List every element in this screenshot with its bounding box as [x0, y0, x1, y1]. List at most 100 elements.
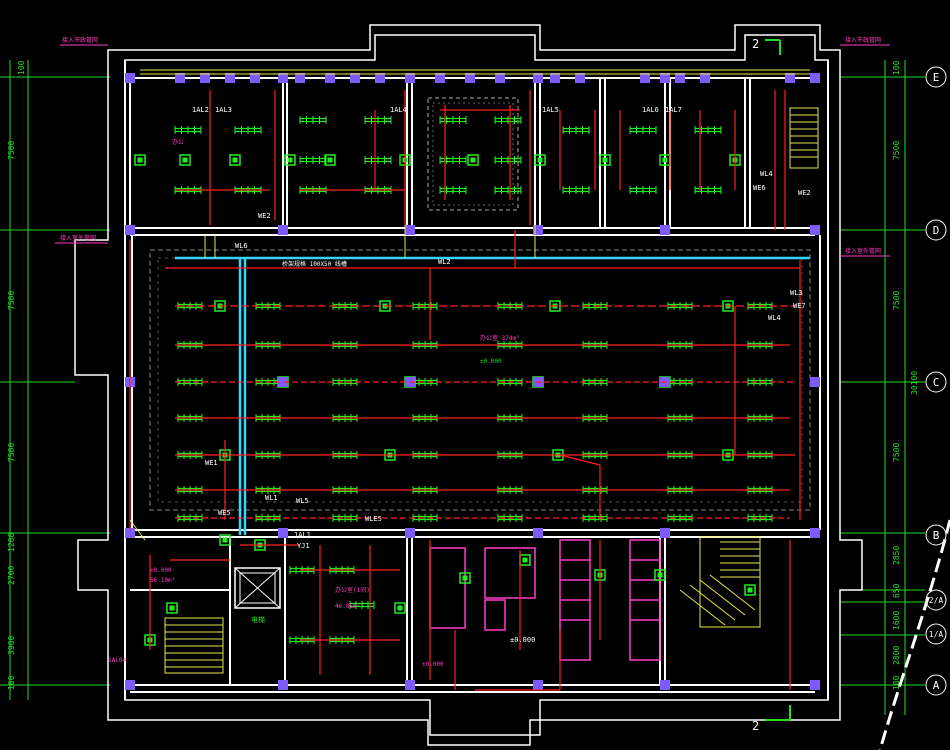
- structural-column: [575, 73, 585, 83]
- hall-name: 办公室 374m²: [480, 334, 520, 342]
- room-level-small: ±0.000: [150, 567, 172, 574]
- hall-level: ±0.000: [480, 358, 502, 365]
- right-dim-2: 7500: [892, 291, 901, 310]
- structural-column: [225, 73, 235, 83]
- tag-we1: WE1: [205, 459, 218, 467]
- tag-wl1: WL1: [265, 494, 278, 502]
- square-light-fixture: [219, 534, 231, 546]
- linear-light-fixture: [629, 186, 657, 194]
- tag-1al7: 1AL7: [665, 106, 682, 114]
- structural-column: [278, 528, 288, 538]
- linear-light-fixture: [439, 156, 467, 164]
- tag-1al6: 1AL6: [642, 106, 659, 114]
- structural-column: [278, 225, 288, 235]
- right-dim-5: 2850: [892, 546, 901, 565]
- linear-light-fixture: [494, 116, 522, 124]
- linear-light-fixture: [667, 414, 693, 422]
- tag-stair-wl4: WL4: [760, 170, 773, 178]
- right-dimension-chain: 100 7500 7500 30100 7500 2850 650 1600 2…: [884, 60, 919, 715]
- tag-1al4: 1AL4: [390, 106, 407, 114]
- axis-bubble-D: D: [925, 219, 947, 241]
- linear-light-fixture: [494, 156, 522, 164]
- structural-column: [278, 680, 288, 690]
- right-dim-9: 100: [892, 675, 901, 690]
- structural-column: [465, 73, 475, 83]
- left-dim-6: 3900: [7, 636, 16, 655]
- right-dim-0: 100: [892, 60, 901, 75]
- square-light-fixture: [284, 154, 296, 166]
- svg-text:E: E: [933, 71, 940, 84]
- elevator-shaft: 电梯: [234, 567, 281, 624]
- structural-column: [810, 528, 820, 538]
- square-light-fixture: [166, 602, 178, 614]
- structural-column: [278, 73, 288, 83]
- square-light-fixture: [654, 569, 666, 581]
- linear-light-fixture: [497, 486, 523, 494]
- structural-column: [125, 225, 135, 235]
- svg-text:2/A: 2/A: [929, 596, 944, 605]
- stair-well-dashed: [427, 97, 519, 211]
- structural-column: [295, 73, 305, 83]
- circuit-labels: 1AL2 1AL3 1AL4 1AL5 1AL6 1AL7 WE2 WL6 WL…: [108, 106, 811, 668]
- linear-light-fixture: [289, 636, 315, 644]
- structural-column: [405, 680, 415, 690]
- square-light-fixture: [394, 602, 406, 614]
- structural-column: [810, 225, 820, 235]
- tag-yj1: YJ1: [297, 542, 310, 550]
- axis-bubble-C: C: [925, 371, 947, 393]
- axis-bubble-E: E: [925, 66, 947, 88]
- tag-1al3: 1AL3: [215, 106, 232, 114]
- tag-wl5: WL5: [296, 497, 309, 505]
- note-right-top: 接入市政管网: [845, 36, 881, 44]
- left-dim-4: 1200: [7, 533, 16, 552]
- structural-column: [810, 680, 820, 690]
- elevator-label: 电梯: [251, 615, 265, 624]
- tag-we5: WE5: [218, 509, 231, 517]
- square-light-fixture: [534, 154, 546, 166]
- linear-light-fixture: [364, 156, 392, 164]
- office-name: 办公室(1间): [335, 586, 370, 594]
- square-light-fixture: [229, 154, 241, 166]
- stairs-bottom-right: [679, 536, 761, 628]
- top-room-walls: [129, 77, 815, 236]
- bottom-room-walls: [130, 529, 815, 693]
- left-dim-5: 2700: [7, 566, 16, 585]
- room-area-small: 56.19m²: [150, 577, 175, 584]
- structural-column: [660, 680, 670, 690]
- structural-column: [495, 73, 505, 83]
- tag-wl2: WL2: [438, 258, 451, 266]
- restroom-partitions: [429, 539, 661, 661]
- linear-light-fixture: [332, 514, 358, 522]
- right-dim-3: 30100: [910, 371, 919, 395]
- tag-wl3: WL3: [790, 289, 803, 297]
- site-boundary-curve: [878, 519, 950, 750]
- linear-light-fixture: [439, 116, 467, 124]
- structural-column: [405, 528, 415, 538]
- structural-column: [125, 73, 135, 83]
- tag-stair-we6: WE6: [753, 184, 766, 192]
- tray-spec-label: 桥架规格 100X50 线槽: [282, 260, 347, 268]
- stair-well-inner: [432, 102, 514, 206]
- svg-text:1/A: 1/A: [929, 630, 944, 639]
- left-dim-1: 7500: [7, 141, 16, 160]
- structural-column: [250, 73, 260, 83]
- tag-1al1: 1AL1: [294, 531, 311, 539]
- linear-light-fixture: [629, 126, 657, 134]
- linear-light-fixture: [582, 378, 608, 386]
- right-dim-8: 2800: [892, 646, 901, 665]
- structural-column: [325, 73, 335, 83]
- linear-light-fixture: [694, 126, 722, 134]
- linear-light-fixture: [364, 116, 392, 124]
- corridor-level: ±0.000: [422, 661, 444, 668]
- ref-tag: 1AL04: [108, 657, 126, 664]
- left-dimension-chain: 100 7500 7500 7500 1200 2700 3900 100: [7, 60, 29, 700]
- linear-light-fixture: [694, 186, 722, 194]
- axis-leaders: [0, 76, 925, 686]
- linear-light-fixture: [562, 186, 590, 194]
- main-hall-dashed-boundary: [149, 249, 811, 511]
- linear-light-fixture: [412, 514, 438, 522]
- square-light-fixture: [324, 154, 336, 166]
- structural-column: [200, 73, 210, 83]
- svg-text:A: A: [933, 679, 940, 692]
- square-light-fixture: [134, 154, 146, 166]
